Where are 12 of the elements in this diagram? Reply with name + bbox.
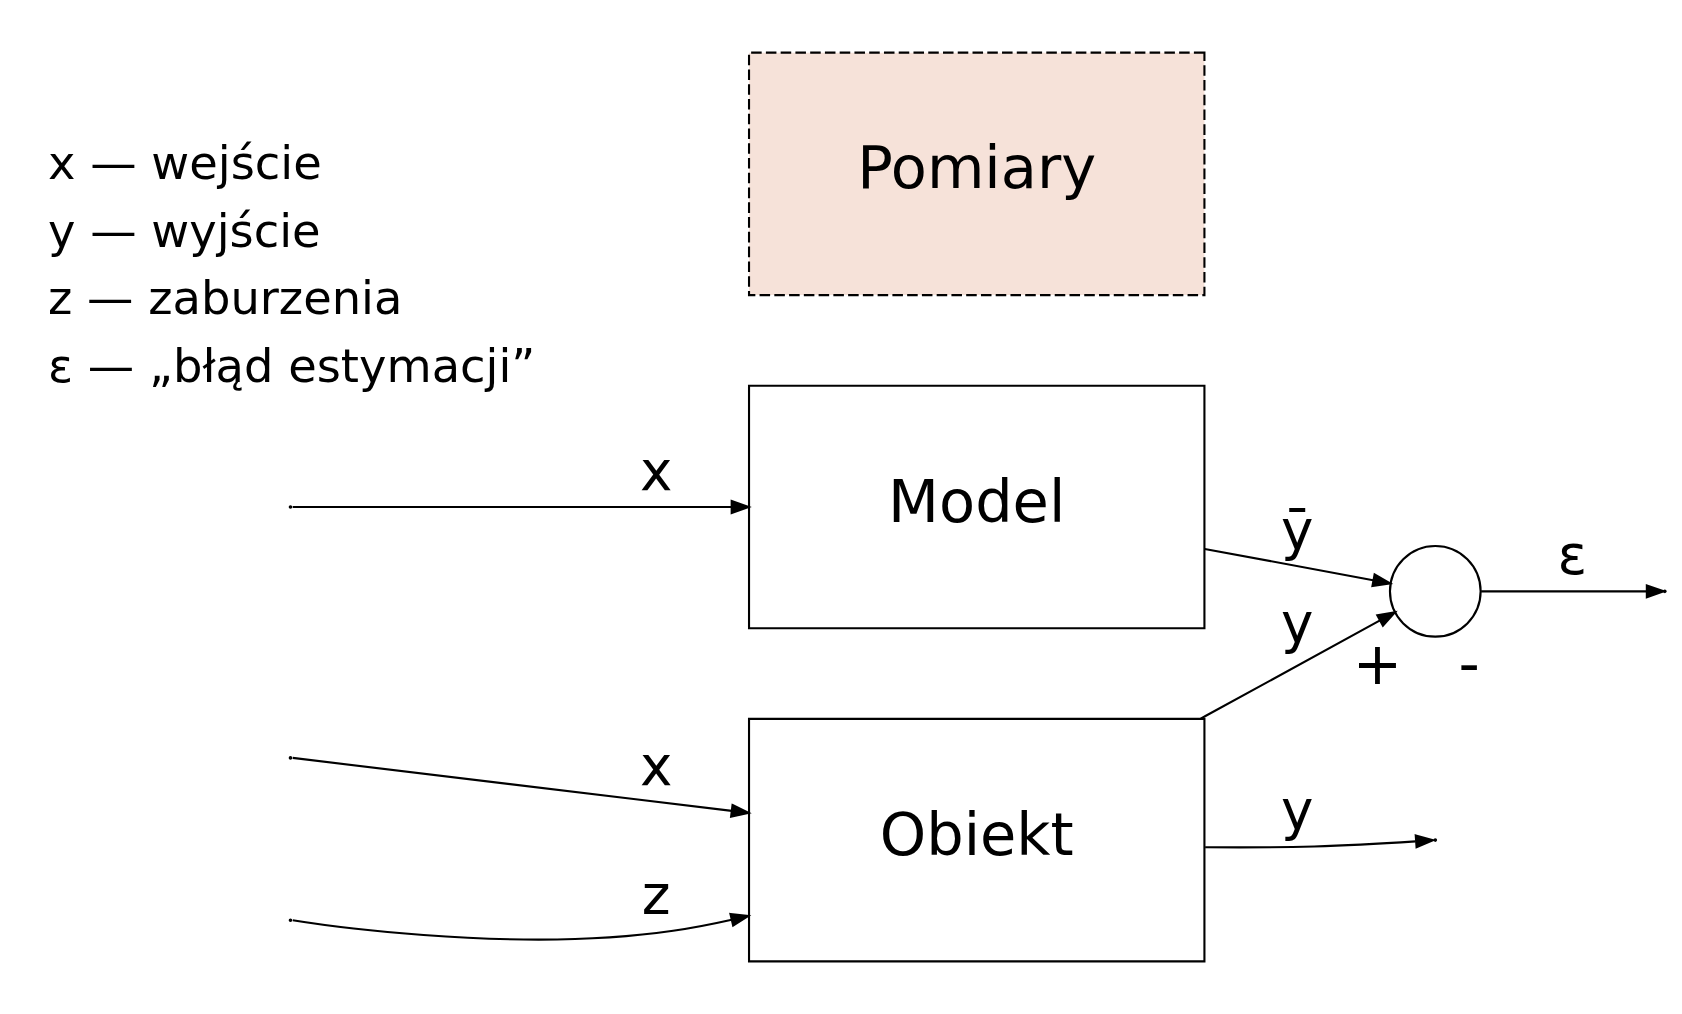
edge-label: ε bbox=[1557, 523, 1587, 588]
edge-label: ȳ bbox=[1280, 497, 1313, 562]
edge-label: x bbox=[639, 438, 672, 503]
label: y — wyjście bbox=[47, 203, 321, 258]
node-label: + - bbox=[1352, 628, 1480, 698]
edge-label: z bbox=[641, 862, 671, 927]
edge-label: x bbox=[639, 733, 672, 798]
edge-label: y bbox=[1280, 778, 1313, 843]
label: z — zaburzenia bbox=[47, 271, 402, 326]
edge-label: y bbox=[1280, 590, 1313, 655]
label: ε — „błąd estymacji” bbox=[47, 338, 535, 393]
label: x — wejście bbox=[47, 136, 322, 191]
